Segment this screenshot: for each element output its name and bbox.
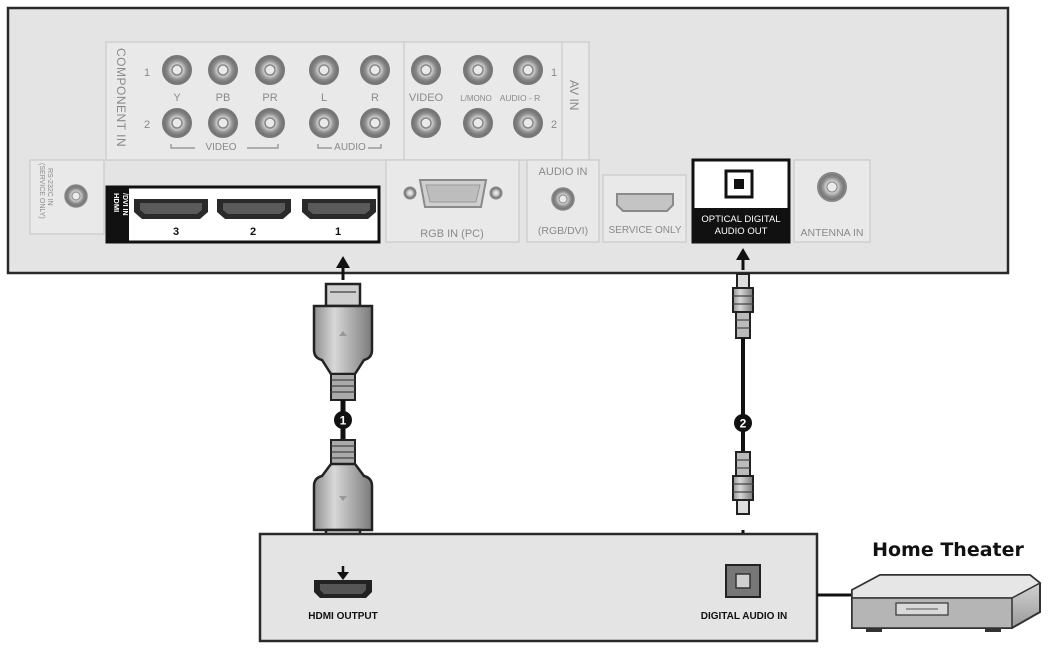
home-theater-device-icon [851,574,1042,632]
rs232c-label-2: (SERVICE ONLY) [38,163,45,219]
tv-back-panel: COMPONENT IN 1 2 Y PB PR L R [6,6,1010,275]
home-theater-title: Home Theater [872,539,1024,561]
rgb-in-label: RGB IN (PC) [420,228,484,240]
hdmi-plug-icon [312,282,374,401]
audio-in-title: AUDIO IN [539,166,588,178]
optical-out-label-1: OPTICAL DIGITAL [701,214,780,225]
step-1-number: 1 [340,414,347,428]
hdmi-port-2[interactable] [217,199,291,219]
component-jacks-row2 [162,108,390,138]
component-jacks-row1 [162,55,390,85]
arrow-up-icon [736,248,750,270]
hdmi-output-port[interactable] [314,580,372,598]
optical-cable: 2 [732,248,754,552]
jack-label-pr: PR [262,92,277,104]
av-row2-label: 2 [551,119,557,131]
home-theater-panel: HDMI OUTPUT DIGITAL AUDIO IN [258,532,819,643]
video-group-label: VIDEO [205,142,236,153]
hdmi-port-1[interactable] [302,199,376,219]
antenna-in-label: ANTENNA IN [800,227,863,239]
av-in-jacks [411,55,543,138]
service-only-label: SERVICE ONLY [609,225,682,236]
optical-plug-icon [732,451,754,515]
rgb-in-port[interactable] [403,179,503,208]
av-lmono-label: L/MONO [460,94,492,103]
hdmi-side-label-2: /DVI IN [121,193,128,216]
jack-label-pb: PB [216,92,231,104]
hdmi-cable: 1 [312,256,374,554]
hdmi-port-1-label: 1 [335,226,341,238]
av-in-label: AV IN [567,80,581,110]
audio-group-label: AUDIO [334,142,366,153]
component-row2-label: 2 [144,119,150,131]
optical-out-label-2: AUDIO OUT [715,226,768,237]
arrow-down-icon [337,566,349,580]
optical-out-port[interactable] [724,169,754,199]
step-2-marker [734,414,752,432]
jack-label-r: R [371,92,379,104]
audio-in-sub: (RGB/DVI) [538,225,588,237]
av-row1-label: 1 [551,67,557,79]
jack-label-l: L [321,92,327,104]
step-2-number: 2 [740,417,747,431]
hdmi-port-2-label: 2 [250,226,256,238]
optical-plug-icon [732,273,754,339]
service-only-port[interactable] [616,193,674,212]
component-row1-label: 1 [144,67,150,79]
hdmi-port-3-label: 3 [173,226,179,238]
component-in-label: COMPONENT IN [114,48,128,147]
hdmi-output-label: HDMI OUTPUT [308,611,377,622]
step-1-marker [334,411,352,429]
av-video-label: VIDEO [409,92,444,104]
hdmi-port-3[interactable] [134,199,208,219]
hdmi-side-label: HDMI [112,193,121,212]
digital-audio-in-label: DIGITAL AUDIO IN [701,611,787,622]
digital-audio-in-port[interactable] [725,564,761,598]
arrow-up-icon [336,256,350,280]
av-audio-r-label: AUDIO - R [500,93,541,103]
jack-label-y: Y [173,92,181,104]
rs232c-label-1: RS-232C IN [46,168,53,206]
